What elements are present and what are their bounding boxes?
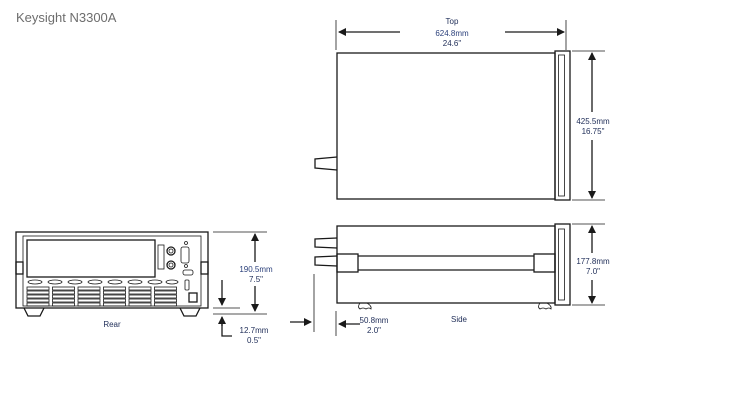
top-depth-in: 16.75" [582, 127, 605, 136]
side-height-in: 7.0" [586, 267, 600, 276]
grille-slot [77, 286, 101, 291]
rear-height-mm: 190.5mm [239, 265, 273, 274]
side-label: Side [451, 315, 468, 324]
rear-grilles [26, 286, 177, 307]
grille-slot [103, 294, 126, 299]
rear-foot-mm: 12.7mm [240, 326, 269, 335]
rear-view: Rear 190.5mm 7.5" 12.7mm 0.5" [15, 231, 273, 345]
side-foot-rear [358, 302, 372, 310]
grille-slot [52, 302, 75, 307]
rear-serial-port [182, 269, 194, 276]
side-handle-front [533, 253, 556, 273]
rear-power-inlet [188, 292, 198, 303]
side-front-panel [554, 223, 571, 306]
side-handle-rear [336, 253, 359, 273]
grille-slot [128, 298, 152, 303]
rear-foot-right [179, 307, 201, 317]
top-label: Top [446, 17, 459, 26]
grille-slot [154, 302, 177, 307]
side-view: Side 177.8mm 7.0" 50.8mm 2.0" [290, 223, 610, 336]
grille-slot [154, 290, 177, 295]
rear-vent-ovals [27, 279, 179, 285]
top-front-panel [554, 50, 571, 201]
rear-foot-in: 0.5" [247, 336, 261, 345]
grille-slot [52, 294, 75, 299]
rear-height-in: 7.5" [249, 275, 263, 284]
grille-slot [128, 286, 152, 291]
grille-slot [154, 286, 177, 291]
grille-slot [26, 286, 50, 291]
top-view: Top 624.8mm 24.6" 425.5mm 16.75" [314, 17, 610, 201]
grille-slot [128, 294, 152, 299]
grille-slot [77, 298, 101, 303]
side-connector-1 [314, 237, 338, 249]
top-chassis [336, 52, 556, 200]
side-connector-2 [314, 255, 338, 267]
top-width-mm: 624.8mm [435, 29, 469, 38]
grille-slot [103, 302, 126, 307]
rear-terminal-1 [166, 246, 176, 256]
grille-slot [154, 294, 177, 299]
grille-slot [52, 286, 75, 291]
side-foot-front [538, 302, 552, 310]
rear-gpib-port [180, 246, 190, 264]
rear-handle-left [15, 261, 24, 275]
top-depth-mm: 425.5mm [576, 117, 610, 126]
grille-slot [128, 290, 152, 295]
grille-slot [103, 290, 126, 295]
page-title: Keysight N3300A [16, 10, 117, 25]
rear-terminal-2 [166, 260, 176, 270]
grille-slot [77, 290, 101, 295]
rear-chassis [15, 231, 209, 309]
grille-slot [103, 298, 126, 303]
grille-slot [77, 294, 101, 299]
rear-label: Rear [103, 320, 121, 329]
grille-slot [128, 302, 152, 307]
side-height-mm: 177.8mm [576, 257, 610, 266]
grille-slot [26, 298, 50, 303]
side-offset-mm: 50.8mm [360, 316, 389, 325]
grille-slot [26, 294, 50, 299]
grille-slot [26, 290, 50, 295]
side-offset-in: 2.0" [367, 326, 381, 335]
grille-slot [26, 302, 50, 307]
grille-slot [52, 290, 75, 295]
grille-slot [154, 298, 177, 303]
rear-panel-window [26, 239, 156, 278]
side-chassis [336, 225, 556, 304]
rear-foot-left [23, 307, 45, 317]
top-width-in: 24.6" [443, 39, 462, 48]
grille-slot [77, 302, 101, 307]
top-rear-connector [314, 156, 338, 171]
grille-slot [103, 286, 126, 291]
rear-handle-right [200, 261, 209, 275]
grille-slot [52, 298, 75, 303]
